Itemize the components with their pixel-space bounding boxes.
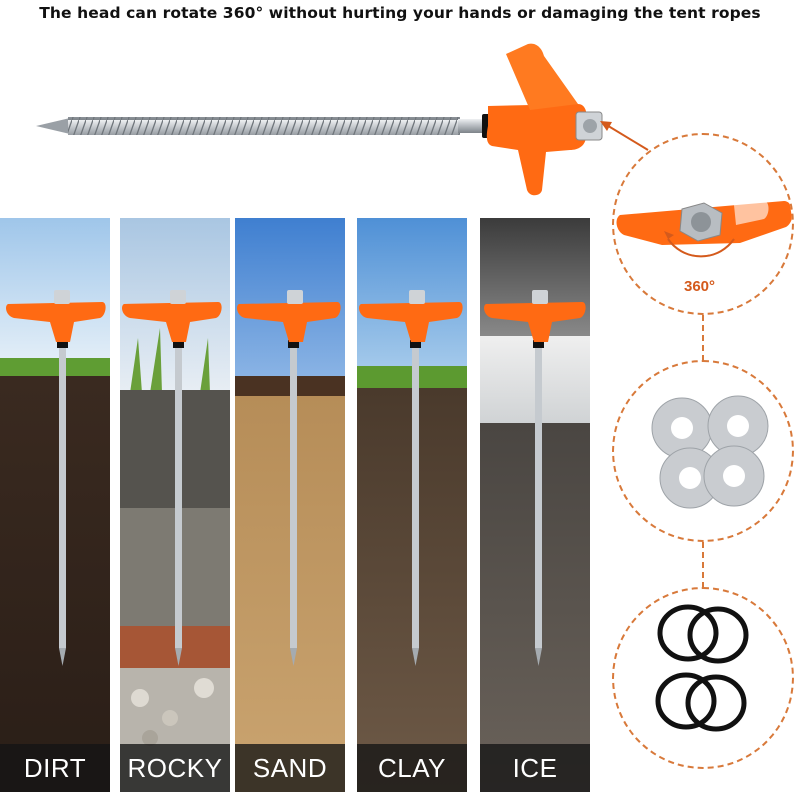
soil-label-clay: CLAY bbox=[357, 744, 467, 792]
hero-stake-image bbox=[30, 40, 610, 200]
soil-panel-rocky: ROCKY bbox=[120, 218, 230, 792]
connector-line-1 bbox=[702, 315, 704, 361]
stake-horizontal-illustration bbox=[36, 43, 603, 196]
rocky-scene-illustration bbox=[120, 218, 230, 792]
soil-label-ice: ICE bbox=[480, 744, 590, 792]
headline: The head can rotate 360° without hurting… bbox=[39, 4, 761, 22]
ice-scene-illustration bbox=[480, 218, 590, 792]
rotating-head-closeup bbox=[612, 133, 794, 315]
orings-illustration bbox=[655, 604, 749, 732]
dirt-scene-illustration bbox=[0, 218, 110, 792]
soil-label-sand: SAND bbox=[235, 744, 345, 792]
sand-scene-illustration bbox=[235, 218, 345, 792]
rotation-label: 360° bbox=[684, 278, 716, 295]
washers-illustration bbox=[651, 395, 769, 509]
soil-panel-dirt: DIRT bbox=[0, 218, 110, 792]
soil-label-rocky: ROCKY bbox=[120, 744, 230, 792]
soil-panel-clay: CLAY bbox=[357, 218, 467, 792]
soil-panel-ice: ICE bbox=[480, 218, 590, 792]
connector-line-2 bbox=[702, 542, 704, 588]
soil-label-dirt: DIRT bbox=[0, 744, 110, 792]
rotating-head-illustration bbox=[616, 201, 792, 258]
soil-panel-sand: SAND bbox=[235, 218, 345, 792]
orings-closeup bbox=[612, 587, 794, 769]
clay-scene-illustration bbox=[357, 218, 467, 792]
washers-closeup bbox=[612, 360, 794, 542]
